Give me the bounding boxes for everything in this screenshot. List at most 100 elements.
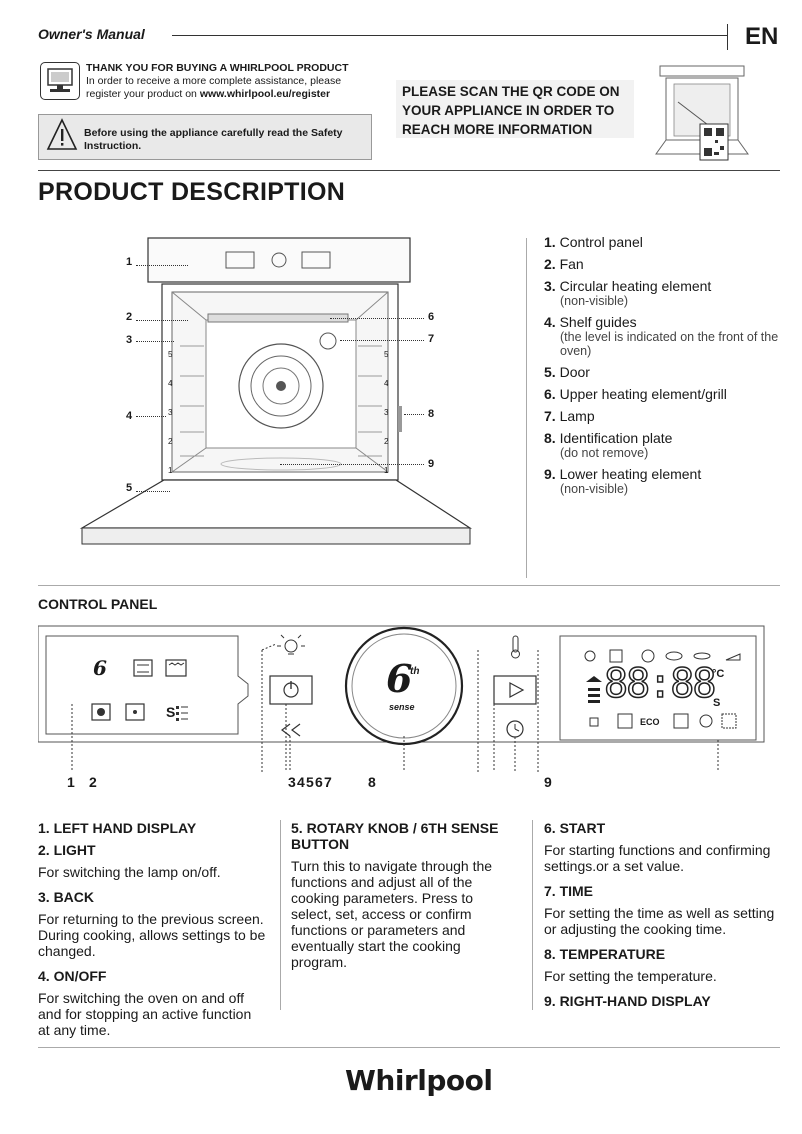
shelf-levels-right: 5 4 3 2 1 <box>384 340 388 485</box>
shelf-level: 2 <box>384 437 389 446</box>
sixth-sense-small-logo: 6 <box>93 656 107 680</box>
header-tick <box>727 24 728 50</box>
oven-label-1: 1 <box>126 256 133 268</box>
cp-num-3to7: 34567 <box>288 774 333 790</box>
control-panel-title: CONTROL PANEL <box>38 596 158 612</box>
desc-divider-2 <box>532 820 533 1010</box>
desc-heading: 4. ON/OFF <box>38 968 107 984</box>
part-label: Identification plate <box>559 430 673 446</box>
oven-diagram <box>78 236 518 557</box>
section-title: PRODUCT DESCRIPTION <box>38 178 346 206</box>
register-link[interactable]: www.whirlpool.eu/register <box>199 88 331 100</box>
part-note: (the level is indicated on the front of … <box>560 330 779 358</box>
oven-label-7: 7 <box>428 333 435 345</box>
part-number: 5. <box>544 364 556 380</box>
oven-leader-1 <box>136 265 188 266</box>
part-number: 1. <box>544 234 556 250</box>
desc-heading: 2. LIGHT <box>38 842 96 858</box>
thank-you-title: THANK YOU FOR BUYING A WHIRLPOOL PRODUCT <box>86 62 349 74</box>
oven-label-8: 8 <box>428 408 435 420</box>
cp-num-9: 9 <box>544 774 552 790</box>
part-item: 9. Lower heating element(non-visible) <box>544 466 794 496</box>
shelf-level: 1 <box>384 466 389 475</box>
s-list-label: S <box>166 704 176 720</box>
oven-leader-4 <box>136 416 166 417</box>
desc-text: For returning to the previous screen. Du… <box>38 911 266 959</box>
knob-logo-sup: th <box>410 666 420 677</box>
desc-column-2: 5. ROTARY KNOB / 6TH SENSE BUTTON Turn th… <box>291 820 516 979</box>
cp-num-8: 8 <box>368 774 376 790</box>
part-note: (do not remove) <box>560 446 649 460</box>
shelf-level: 2 <box>168 437 173 446</box>
shelf-level: 4 <box>384 379 389 388</box>
shelf-level: 5 <box>384 350 389 359</box>
computer-icon <box>40 62 80 100</box>
desc-heading: 8. TEMPERATURE <box>544 946 666 962</box>
shelf-level: 3 <box>384 408 389 417</box>
oven-label-3: 3 <box>126 334 133 346</box>
part-number: 2. <box>544 256 556 272</box>
oven-label-9: 9 <box>428 458 435 470</box>
shelf-level: 3 <box>168 408 173 417</box>
desc-text: Turn this to navigate through the functi… <box>291 858 493 970</box>
display-digits: 88:88 <box>603 661 717 707</box>
parts-divider <box>526 238 527 578</box>
part-label: Circular heating element <box>559 278 712 294</box>
display-unit: °C <box>712 668 725 680</box>
shelf-level: 5 <box>168 350 173 359</box>
knob-logo-sense: sense <box>389 702 415 712</box>
desc-divider-1 <box>280 820 281 1010</box>
shelf-level: 1 <box>168 466 173 475</box>
desc-text: For setting the time as well as setting … <box>544 905 775 937</box>
control-panel-rule <box>38 585 780 586</box>
part-number: 8. <box>544 430 556 446</box>
oven-leader-2 <box>136 320 188 321</box>
oven-leader-5 <box>136 491 170 492</box>
section-rule <box>38 170 780 171</box>
display-s: S <box>713 697 721 709</box>
qr-note-text: PLEASE SCAN THE QR CODE ON YOUR APPLIANC… <box>402 84 620 137</box>
oven-leader-8 <box>404 414 424 415</box>
cp-num-1: 1 <box>67 774 75 790</box>
part-note: (non-visible) <box>560 482 629 496</box>
part-item: 2. Fan <box>544 256 794 272</box>
oven-label-2: 2 <box>126 311 133 323</box>
thank-you-line2: register your product on www.whirlpool.e… <box>86 88 376 101</box>
warning-icon <box>46 118 78 157</box>
desc-column-1: 1. LEFT HAND DISPLAY 2. LIGHT For switchin… <box>38 820 266 1047</box>
part-item: 7. Lamp <box>544 408 794 424</box>
desc-heading: 1. LEFT HAND DISPLAY <box>38 820 197 836</box>
oven-leader-9 <box>280 464 424 465</box>
part-item: 3. Circular heating element(non-visible) <box>544 278 794 308</box>
register-text: register your product on <box>86 88 200 100</box>
oven-label-6: 6 <box>428 311 435 323</box>
desc-text: For switching the lamp on/off. <box>38 864 221 880</box>
part-item: 6. Upper heating element/grill <box>544 386 794 402</box>
qr-note-box <box>396 80 634 138</box>
oven-leader-7 <box>340 340 424 341</box>
desc-text: For switching the oven on and off and fo… <box>38 990 252 1038</box>
part-label: Shelf guides <box>559 314 637 330</box>
part-label: Fan <box>559 256 584 272</box>
part-label: Door <box>559 364 590 380</box>
desc-heading: 5. ROTARY KNOB / 6TH SENSE BUTTON <box>291 820 499 852</box>
knob-logo-number[interactable]: 6 <box>386 656 413 701</box>
safety-warning-text: Before using the appliance carefully rea… <box>84 127 343 152</box>
oven-leader-3 <box>136 341 174 342</box>
footer-rule <box>38 1047 780 1048</box>
part-number: 7. <box>544 408 556 424</box>
part-number: 9. <box>544 466 556 482</box>
desc-heading: 7. TIME <box>544 883 594 899</box>
thank-you-note: THANK YOU FOR BUYING A WHIRLPOOL PRODUCT… <box>86 62 376 101</box>
part-number: 4. <box>544 314 556 330</box>
desc-text: For setting the temperature. <box>544 968 717 984</box>
control-panel-diagram <box>37 624 768 789</box>
part-label: Lower heating element <box>559 466 702 482</box>
part-note: (non-visible) <box>560 294 629 308</box>
part-label: Lamp <box>559 408 595 424</box>
desc-heading: 3. BACK <box>38 889 95 905</box>
part-number: 6. <box>544 386 556 402</box>
brand-logo: Whirlpool <box>345 1064 493 1097</box>
